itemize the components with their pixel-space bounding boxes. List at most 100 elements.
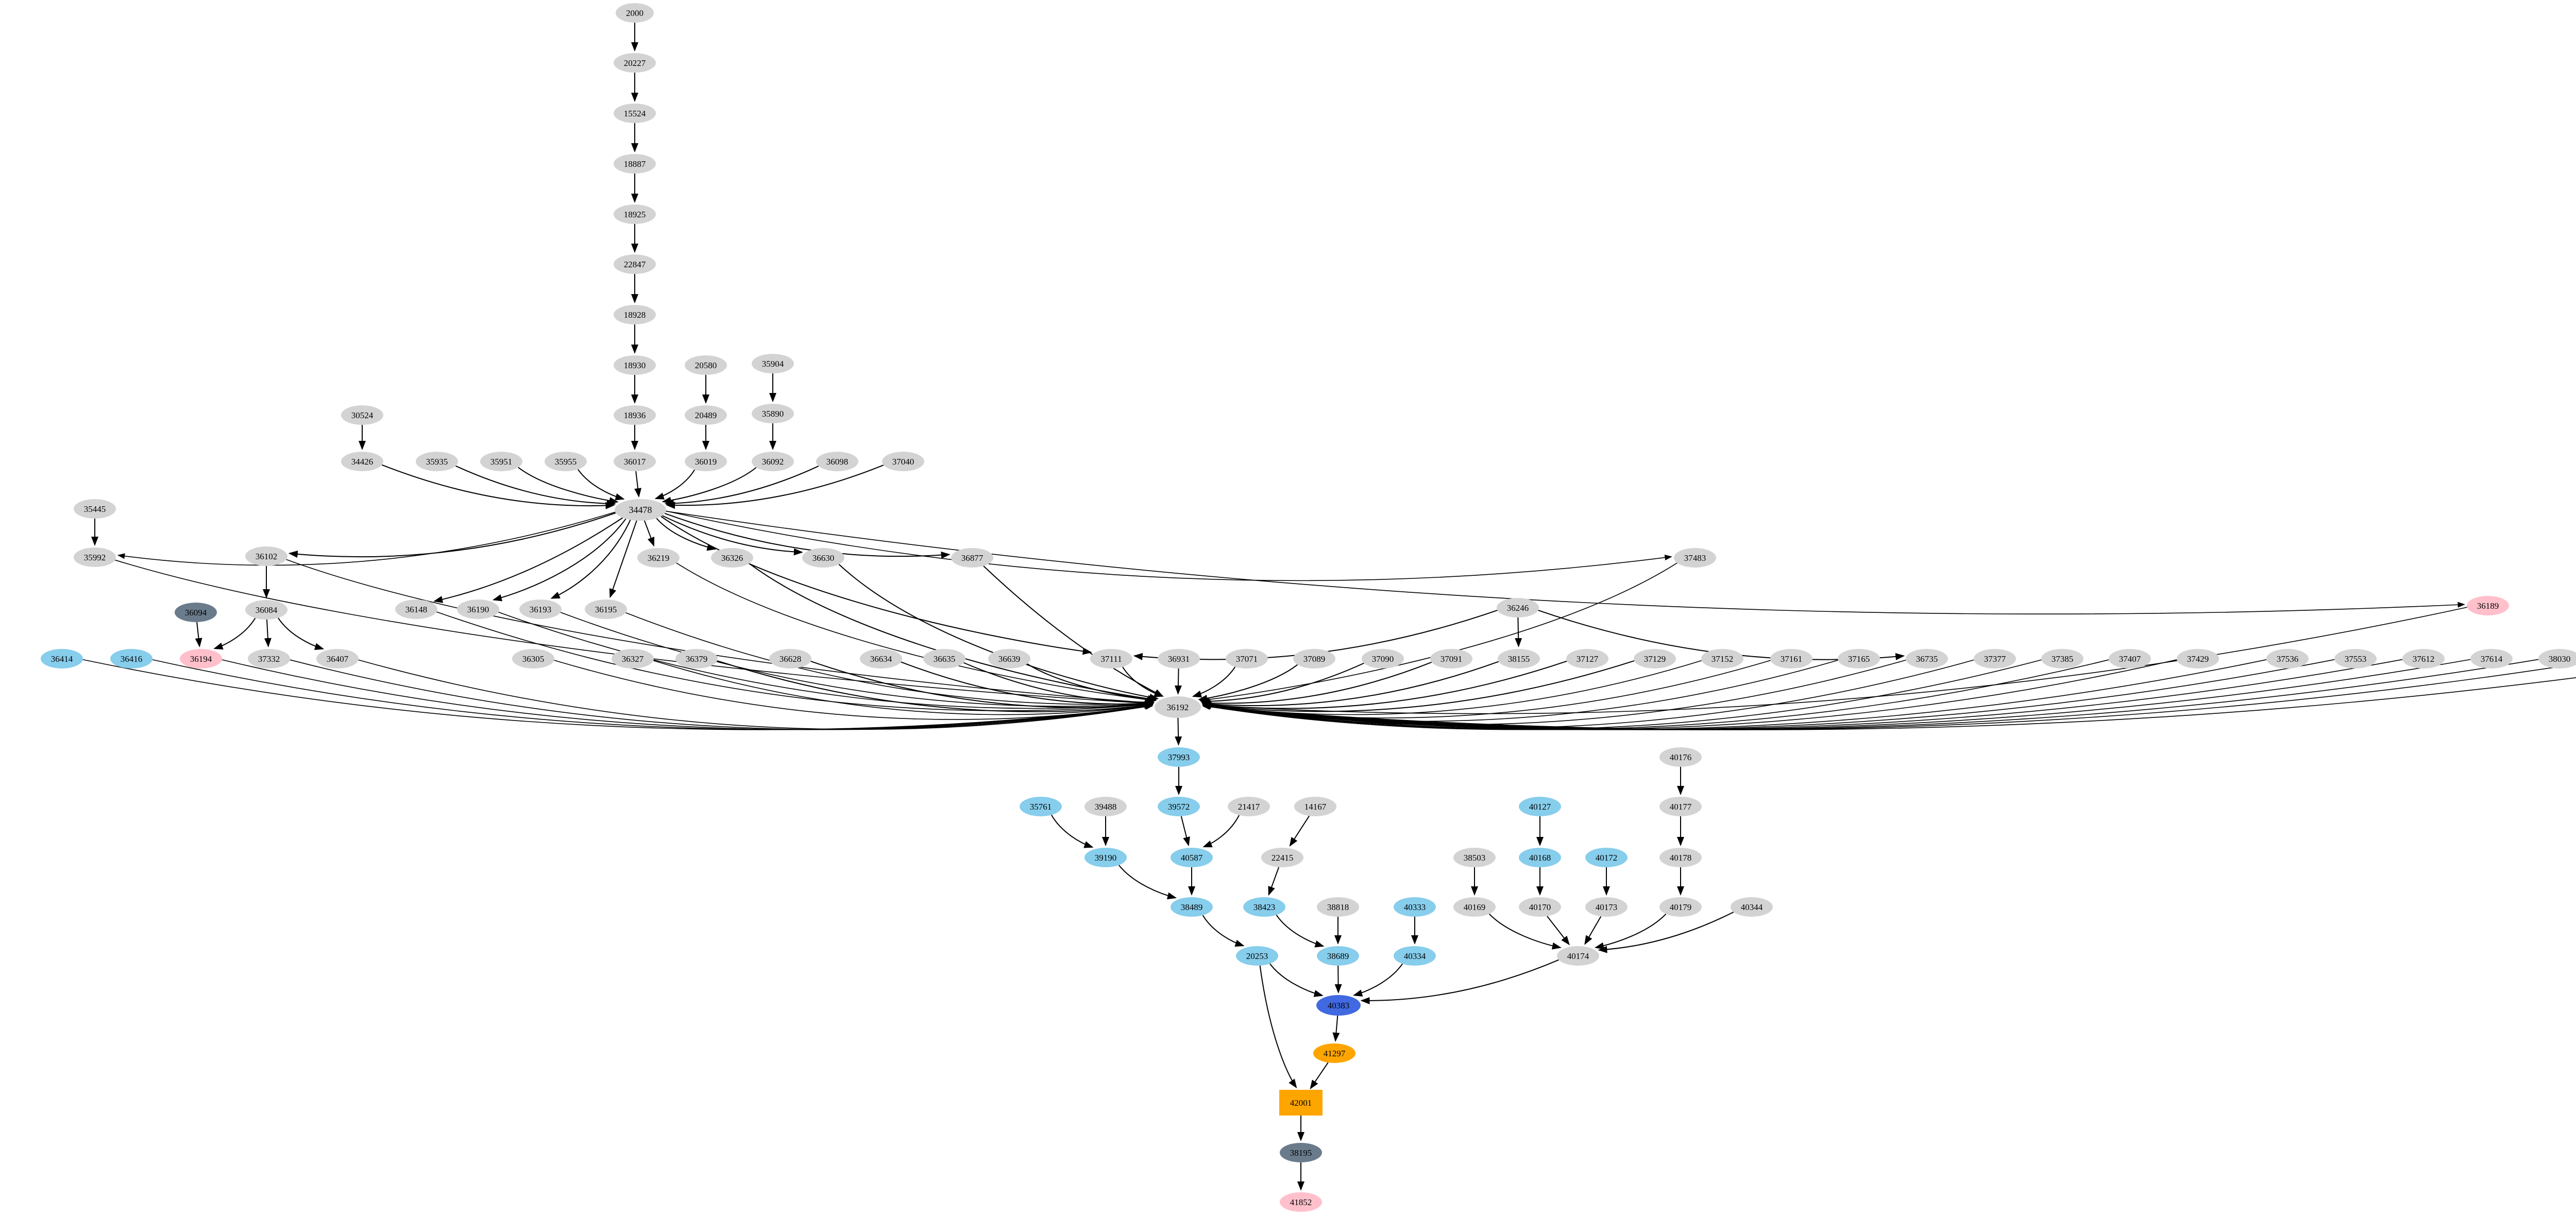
graph-node-36635[interactable]: 36635 (923, 649, 965, 669)
graph-node-2000[interactable]: 2000 (616, 3, 654, 23)
graph-node-35445[interactable]: 35445 (74, 499, 116, 519)
graph-node-36194[interactable]: 36194 (180, 649, 222, 669)
graph-node-36246[interactable]: 36246 (1497, 598, 1539, 618)
graph-node-38155[interactable]: 38155 (1498, 649, 1540, 669)
graph-node-41297[interactable]: 41297 (1313, 1043, 1355, 1063)
graph-node-37993[interactable]: 37993 (1158, 747, 1200, 767)
graph-node-35761[interactable]: 35761 (1020, 797, 1062, 816)
graph-node-36379[interactable]: 36379 (675, 649, 718, 669)
graph-node-37165[interactable]: 37165 (1838, 649, 1880, 669)
graph-node-37071[interactable]: 37071 (1226, 649, 1268, 669)
graph-node-36628[interactable]: 36628 (769, 649, 811, 669)
graph-node-36735[interactable]: 36735 (1906, 649, 1948, 669)
graph-node-40176[interactable]: 40176 (1659, 747, 1702, 767)
graph-node-37111[interactable]: 37111 (1090, 649, 1132, 669)
graph-node-36098[interactable]: 36098 (816, 452, 858, 471)
graph-node-37377[interactable]: 37377 (1974, 649, 2016, 669)
graph-node-40178[interactable]: 40178 (1659, 848, 1702, 867)
graph-node-40174[interactable]: 40174 (1557, 946, 1599, 966)
graph-node-20253[interactable]: 20253 (1236, 946, 1278, 966)
graph-node-39190[interactable]: 39190 (1084, 848, 1127, 867)
graph-node-37429[interactable]: 37429 (2177, 649, 2219, 669)
graph-node-34426[interactable]: 34426 (341, 452, 383, 471)
graph-node-35951[interactable]: 35951 (480, 452, 522, 471)
graph-node-18925[interactable]: 18925 (614, 204, 656, 224)
graph-node-40177[interactable]: 40177 (1659, 797, 1702, 816)
graph-node-38195[interactable]: 38195 (1280, 1143, 1322, 1162)
graph-node-36877[interactable]: 36877 (951, 548, 993, 568)
graph-node-35890[interactable]: 35890 (752, 404, 794, 423)
graph-node-36416[interactable]: 36416 (110, 649, 152, 669)
graph-node-38489[interactable]: 38489 (1171, 897, 1213, 917)
graph-node-35904[interactable]: 35904 (752, 354, 794, 373)
graph-node-30524[interactable]: 30524 (341, 405, 383, 425)
graph-node-36193[interactable]: 36193 (519, 599, 562, 619)
graph-node-37483[interactable]: 37483 (1674, 548, 1716, 568)
graph-node-20489[interactable]: 20489 (685, 405, 727, 425)
graph-node-40334[interactable]: 40334 (1394, 946, 1436, 966)
graph-node-35955[interactable]: 35955 (545, 452, 587, 471)
graph-node-40127[interactable]: 40127 (1519, 797, 1561, 816)
graph-node-37089[interactable]: 37089 (1293, 649, 1335, 669)
graph-node-36327[interactable]: 36327 (612, 649, 654, 669)
graph-node-36414[interactable]: 36414 (41, 649, 83, 669)
graph-node-39488[interactable]: 39488 (1084, 797, 1127, 816)
graph-node-40169[interactable]: 40169 (1453, 897, 1496, 917)
graph-node-38030[interactable]: 38030 (2538, 649, 2576, 669)
graph-node-22847[interactable]: 22847 (614, 254, 656, 274)
graph-node-41852[interactable]: 41852 (1280, 1192, 1322, 1212)
graph-node-36084[interactable]: 36084 (245, 600, 287, 620)
graph-node-18887[interactable]: 18887 (614, 154, 656, 174)
graph-node-21417[interactable]: 21417 (1228, 797, 1270, 816)
graph-node-38503[interactable]: 38503 (1453, 848, 1496, 867)
graph-node-35935[interactable]: 35935 (416, 452, 458, 471)
graph-node-40333[interactable]: 40333 (1394, 897, 1436, 917)
graph-node-34478[interactable]: 34478 (615, 499, 666, 521)
graph-node-40168[interactable]: 40168 (1519, 848, 1561, 867)
graph-node-38689[interactable]: 38689 (1317, 946, 1359, 966)
graph-node-38818[interactable]: 38818 (1317, 897, 1359, 917)
graph-node-36189[interactable]: 36189 (2467, 596, 2509, 615)
graph-node-37091[interactable]: 37091 (1430, 649, 1472, 669)
graph-node-36094[interactable]: 36094 (175, 603, 217, 622)
graph-node-37129[interactable]: 37129 (1634, 649, 1676, 669)
graph-node-37152[interactable]: 37152 (1701, 649, 1743, 669)
graph-node-40344[interactable]: 40344 (1731, 897, 1773, 917)
graph-node-40179[interactable]: 40179 (1659, 897, 1702, 917)
graph-node-36017[interactable]: 36017 (614, 452, 656, 471)
graph-node-37385[interactable]: 37385 (2041, 649, 2083, 669)
graph-node-37614[interactable]: 37614 (2470, 649, 2513, 669)
graph-node-38423[interactable]: 38423 (1243, 897, 1285, 917)
graph-node-40170[interactable]: 40170 (1519, 897, 1561, 917)
graph-node-36219[interactable]: 36219 (637, 548, 680, 568)
graph-node-36630[interactable]: 36630 (802, 548, 844, 568)
graph-node-36634[interactable]: 36634 (860, 649, 902, 669)
graph-node-37612[interactable]: 37612 (2402, 649, 2445, 669)
graph-node-36148[interactable]: 36148 (395, 599, 437, 619)
graph-node-40383[interactable]: 40383 (1316, 995, 1361, 1016)
graph-node-36019[interactable]: 36019 (685, 452, 727, 471)
graph-node-15524[interactable]: 15524 (614, 104, 656, 123)
graph-node-22415[interactable]: 22415 (1261, 848, 1303, 867)
graph-node-37090[interactable]: 37090 (1362, 649, 1404, 669)
graph-node-40172[interactable]: 40172 (1585, 848, 1628, 867)
graph-node-39572[interactable]: 39572 (1158, 797, 1200, 816)
graph-node-40587[interactable]: 40587 (1171, 848, 1213, 867)
graph-node-36639[interactable]: 36639 (988, 649, 1030, 669)
graph-node-18928[interactable]: 18928 (614, 305, 656, 324)
graph-node-40173[interactable]: 40173 (1585, 897, 1628, 917)
graph-node-36407[interactable]: 36407 (316, 649, 359, 669)
graph-node-36190[interactable]: 36190 (457, 599, 499, 619)
graph-node-36931[interactable]: 36931 (1158, 649, 1200, 669)
graph-node-37553[interactable]: 37553 (2334, 649, 2377, 669)
graph-node-36192[interactable]: 36192 (1155, 696, 1201, 718)
graph-node-37407[interactable]: 37407 (2109, 649, 2151, 669)
graph-node-36195[interactable]: 36195 (585, 599, 627, 619)
graph-node-37127[interactable]: 37127 (1566, 649, 1608, 669)
graph-node-18936[interactable]: 18936 (614, 405, 656, 425)
graph-node-20227[interactable]: 20227 (614, 53, 656, 73)
graph-node-36092[interactable]: 36092 (752, 452, 794, 471)
graph-node-42001[interactable]: 42001 (1279, 1090, 1323, 1116)
graph-node-37161[interactable]: 37161 (1770, 649, 1812, 669)
graph-node-36326[interactable]: 36326 (711, 548, 753, 568)
